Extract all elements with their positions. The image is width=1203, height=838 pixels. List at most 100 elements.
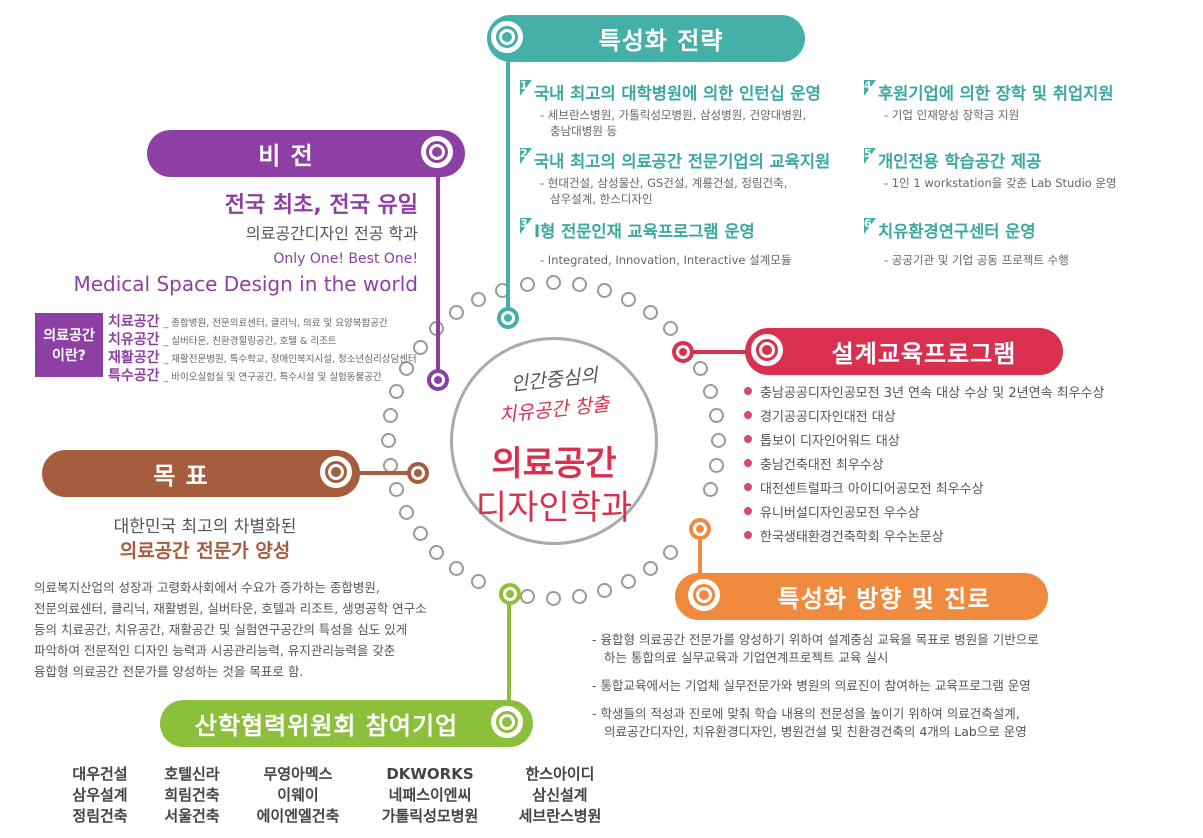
strategy-item-desc-line: - 기업 인재양성 장학금 지원	[884, 108, 1020, 122]
company-name: 네패스이엔씨	[388, 786, 472, 804]
goal-description-line: 융합형 의료공간 전문가를 양성하는 것을 목표로 함.	[34, 664, 304, 679]
strategy-item-desc-line: 충남대병원 등	[550, 124, 618, 138]
ring-dot	[429, 544, 445, 560]
ring-dot	[711, 433, 726, 448]
strategy-item-desc: - Integrated, Innovation, Interactive 설계…	[540, 252, 791, 268]
company-name: 삼우설계	[72, 786, 128, 804]
company-name: 서울건축	[164, 807, 220, 825]
space-type-row: 치유공간_ 실버타운, 친환경힐링공간, 호텔 & 리조트	[108, 329, 337, 349]
strategy-item-desc-line: 삼우설계, 한스디자인	[550, 192, 653, 206]
career-item: - 융합형 의료공간 전문가를 양성하기 위하여 설계중심 교육을 목표로 병원…	[592, 631, 1039, 667]
space-type-row: 치료공간_ 종합병원, 전문의료센터, 클리닉, 의료 및 요양복합공간	[108, 311, 388, 331]
goal-line-1: 대한민국 최고의 차별화된	[113, 517, 297, 537]
center-dept-name-2: 디자인학과	[475, 488, 633, 528]
design-connector	[690, 350, 750, 354]
strategy-item-desc-line: - 1인 1 workstation을 갖춘 Lab Studio 운영	[884, 176, 1117, 190]
career-title: 특성화 방향 및 진로	[777, 585, 991, 613]
career-item: - 통합교육에서는 기업체 실무전문가와 병원의 의료진이 참여하는 교육프로그…	[592, 677, 1039, 695]
design-header: 설계교육프로그램	[745, 328, 1063, 375]
space-type-desc: _ 실버타운, 친환경힐링공간, 호텔 & 리조트	[163, 336, 337, 347]
space-type-name: 특수공간	[108, 368, 160, 384]
strategy-item-number-icon: 5	[864, 148, 876, 164]
career-header: 특성화 방향 및 진로	[675, 573, 1048, 620]
vision-line-1: 전국 최초, 전국 유일	[224, 193, 418, 218]
goal-description-line: 등의 치료공간, 치유공간, 재활공간 및 실험연구공간의 특성을 심도 있게	[34, 622, 408, 637]
ring-dot	[642, 560, 658, 576]
ring-dot	[412, 340, 428, 356]
design-title: 설계교육프로그램	[831, 340, 1017, 368]
ring-dot	[449, 560, 464, 576]
career-ring-icon	[688, 579, 720, 611]
company-name: 한스아이디	[525, 765, 595, 783]
ring-dot	[389, 481, 405, 497]
ring-dot	[693, 361, 709, 377]
vision-ring-icon	[421, 136, 453, 168]
space-type-name: 치료공간	[108, 314, 160, 330]
career-description: - 융합형 의료공간 전문가를 양성하기 위하여 설계중심 교육을 목표로 병원…	[592, 631, 1039, 751]
award-item: 충남공공디자인공모전 3년 연속 대상 수상 및 2년연속 최우수상	[743, 382, 1104, 401]
strategy-title: 특성화 전략	[598, 27, 724, 55]
strategy-item-title-text: 치유환경연구센터 운영	[878, 222, 1036, 241]
ring-dot	[620, 292, 636, 308]
company-name: 삼신설계	[532, 786, 588, 804]
ring-dot	[642, 305, 658, 321]
goal-description-line: 의료복지산업의 성장과 고령화사회에서 수요가 증가하는 종합병원,	[34, 580, 380, 595]
ring-dot	[383, 408, 399, 424]
ring-dot	[571, 589, 587, 605]
strategy-header: 특성화 전략	[487, 15, 805, 62]
goal-description-line: 전문의료센터, 클리닉, 재활병원, 실버타운, 호텔과 리조트, 생명공학 연…	[34, 601, 427, 616]
vision-line-4: Medical Space Design in the world	[73, 272, 418, 296]
company-name: 희림건축	[164, 786, 220, 804]
strategy-item-desc: - 공공기관 및 기업 공동 프로젝트 수행	[884, 252, 1069, 268]
center-dept-name-1: 의료공간	[491, 444, 617, 484]
space-type-desc: _ 종합병원, 전문의료센터, 클리닉, 의료 및 요양복합공간	[163, 318, 388, 329]
company-name: 이웨이	[277, 786, 319, 804]
company-name: 정림건축	[72, 807, 128, 825]
ring-dot	[449, 305, 464, 321]
ring-dot	[398, 361, 414, 377]
career-item: - 학생들의 적성과 진로에 맞춰 학습 내용의 전문성을 높이기 위하여 의료…	[592, 705, 1039, 741]
ring-dot	[471, 573, 487, 589]
ring-dot	[708, 408, 724, 424]
strategy-item-title-text: I형 전문인재 교육프로그램 운영	[534, 222, 755, 241]
space-type-name: 재활공간	[108, 350, 160, 366]
goal-description-line: 파악하여 전문적인 디자인 능력과 시공관리능력, 유지관리능력을 갖춘	[34, 643, 396, 658]
career-connector	[698, 535, 702, 580]
strategy-item-title-text: 후원기업에 의한 장학 및 취업지원	[878, 84, 1114, 103]
strategy-item-desc-line: - 세브란스병원, 가톨릭성모병원, 삼성병원, 건양대병원,	[540, 108, 807, 122]
strategy-item-desc: - 기업 인재양성 장학금 지원	[884, 107, 1019, 123]
award-item: 유니버설디자인공모전 우수상	[744, 502, 920, 521]
company-name: 호텔신라	[164, 765, 220, 783]
goal-header: 목 표	[42, 450, 360, 497]
space-type-desc: _ 바이오실험실 및 연구공간, 특수시설 및 실험동물공간	[163, 372, 382, 383]
vision-title: 비 전	[258, 142, 314, 170]
strategy-item-number-icon: 3	[520, 218, 532, 234]
career-item-line: - 융합형 의료공간 전문가를 양성하기 위하여 설계중심 교육을 목표로 병원…	[592, 632, 1039, 647]
design-node-icon	[672, 341, 694, 363]
ring-dot	[520, 589, 536, 605]
vision-header: 비 전	[147, 130, 465, 177]
ring-dot	[546, 591, 561, 606]
strategy-ring-icon	[491, 21, 523, 53]
strategy-item-number-icon: 6	[864, 218, 876, 234]
ring-dot	[596, 282, 612, 298]
goal-ring-icon	[320, 456, 352, 488]
strategy-item-desc-line: - 공공기관 및 기업 공동 프로젝트 수행	[884, 253, 1069, 267]
award-item: 경기공공디자인대전 대상	[744, 406, 896, 425]
career-node-icon	[689, 518, 711, 540]
ring-dot	[546, 275, 561, 290]
goal-line-2: 의료공간 전문가 양성	[119, 540, 291, 562]
space-type-row: 재활공간_ 재활전문병원, 특수학교, 장애인복지시설, 청소년심리상담센터	[108, 347, 417, 367]
strategy-item-desc: - 현대건설, 삼성물산, GS건설, 계룡건설, 정림건축,삼우설계, 한스디…	[540, 175, 787, 207]
medical-space-box: 의료공간 이란?	[35, 313, 103, 377]
ring-dot	[398, 504, 414, 520]
vision-line-3: Only One! Best One!	[273, 251, 418, 267]
vision-connector	[436, 170, 440, 375]
ring-dot	[571, 276, 587, 292]
